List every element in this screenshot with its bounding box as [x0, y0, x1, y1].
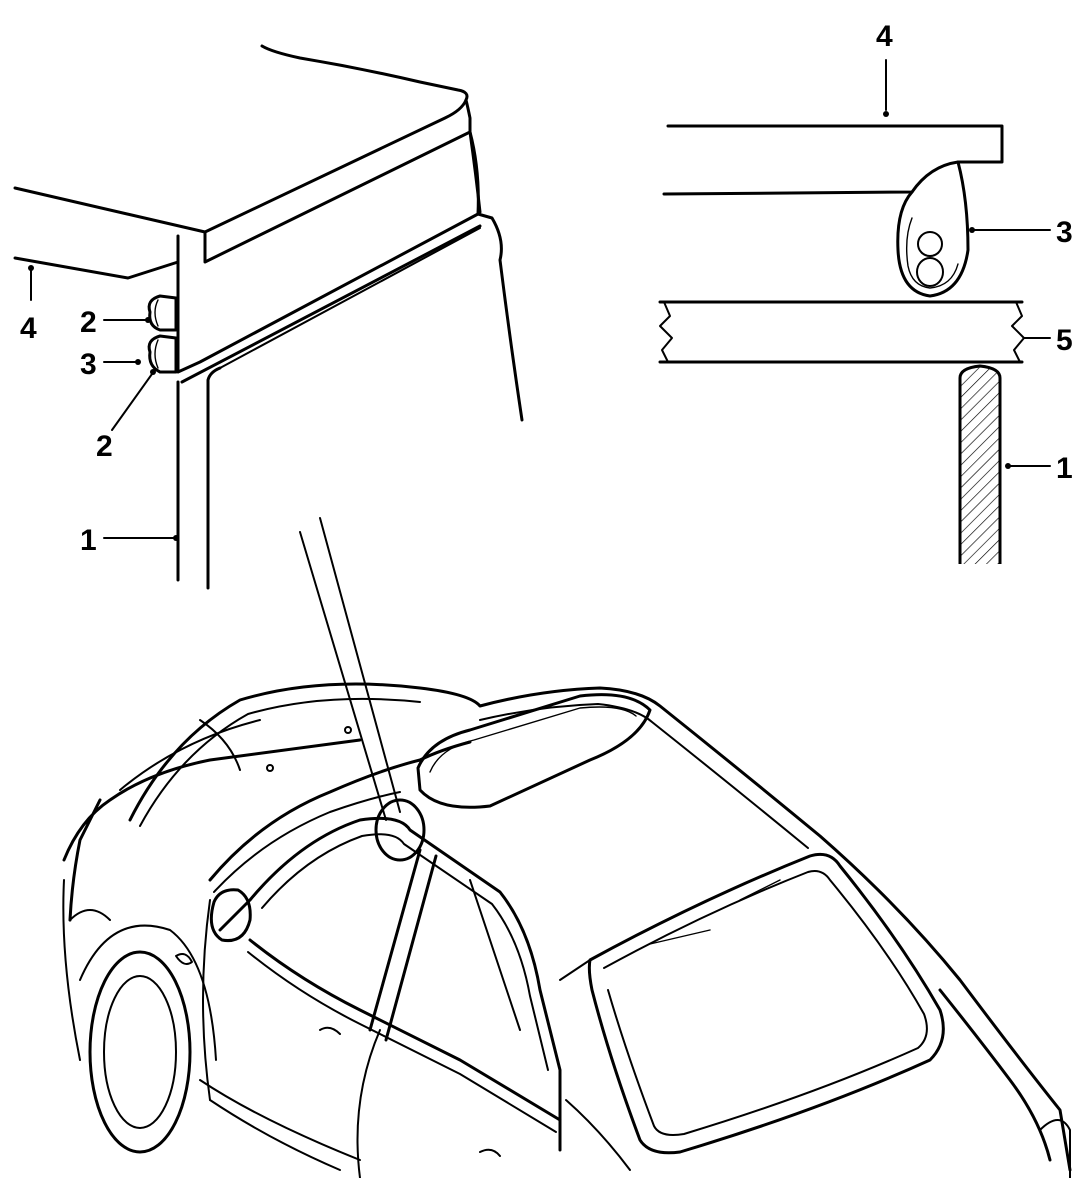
leader-3-dot: [135, 359, 141, 365]
section-panel-5-break-left: [659, 301, 673, 363]
leader-2b: [111, 373, 153, 431]
section-leader-4-dot: [883, 111, 889, 117]
detail-circle: [374, 798, 426, 862]
callout-2-upper: 2: [80, 306, 97, 339]
vehicle-overview: [62, 517, 1072, 1178]
rail-back: [468, 130, 524, 422]
detail-pointer-lines: [299, 517, 401, 821]
washer-nozzle-right: [344, 726, 352, 734]
front-wheel-rim: [103, 975, 177, 1129]
side-window-inner: [261, 833, 549, 1071]
section-panel-5-break-right: [1011, 301, 1025, 363]
leader-1-dot: [173, 535, 179, 541]
roof-lower-skin: [13, 234, 180, 280]
defroster-line: [649, 879, 781, 945]
section-door-frame: [958, 364, 1002, 564]
hood-crease: [119, 719, 261, 791]
sunroof-inner: [429, 706, 637, 773]
rail-lower-edge: [180, 224, 482, 384]
tail-light: [1039, 1119, 1071, 1178]
car-roof-outline: [128, 682, 1072, 1172]
section-callout-3: 3: [1056, 216, 1073, 249]
door-frame-inner: [219, 227, 481, 369]
section-callout-4: 4: [876, 20, 893, 53]
section-panel-5: [658, 300, 1024, 364]
washer-nozzle-left: [266, 764, 274, 772]
cross-section-view: 4 3 5 1: [658, 20, 1073, 564]
section-callout-1: 1: [1056, 452, 1073, 485]
section-seal-bulb: [896, 160, 970, 298]
side-window-frame: [218, 816, 562, 1152]
leader-4-dot: [28, 265, 34, 271]
seal-bulb-upper: [147, 294, 178, 332]
rear-window: [587, 852, 945, 1155]
callout-3: 3: [80, 348, 97, 381]
car-roof-inner-line: [139, 697, 809, 849]
windshield-header-2: [213, 791, 401, 893]
callout-1: 1: [80, 524, 97, 557]
fender-marker: [175, 953, 193, 965]
section-leader-3-dot: [969, 227, 975, 233]
belt-line-lower: [247, 951, 557, 1133]
section-callout-5: 5: [1056, 324, 1073, 357]
section-roof-panel: [662, 124, 1004, 196]
front-door-outline: [202, 899, 381, 1178]
sunroof: [416, 693, 652, 809]
rail-panel-right: [468, 130, 482, 214]
rear-window-inner: [603, 870, 928, 1136]
section-leader-1-dot: [1005, 463, 1011, 469]
front-bumper: [62, 879, 111, 1061]
leader-2a-dot: [145, 317, 151, 323]
hood: [62, 738, 362, 922]
rail-flange: [176, 212, 480, 374]
door-handle: [319, 1026, 501, 1157]
rear-quarter: [559, 959, 631, 1171]
side-mirror: [209, 888, 252, 943]
roof-panel: [13, 44, 469, 234]
front-wheel: [88, 950, 192, 1154]
callout-2-lower: 2: [96, 430, 113, 463]
rocker-panel: [199, 1079, 361, 1171]
seal-mark-bottom: [916, 257, 944, 287]
belt-line: [248, 938, 562, 1122]
seal-mark-top: [917, 231, 943, 257]
perspective-detail-view: 4 2 3 2 1: [13, 44, 524, 590]
section-seal-inner: [905, 217, 959, 289]
leader-2b-dot: [150, 369, 156, 375]
roof-panel-edge: [203, 98, 472, 264]
rear-window-divider: [469, 879, 521, 1031]
windshield-header: [208, 740, 472, 882]
door-frame: [176, 366, 222, 590]
seal-bulb-lower: [147, 334, 178, 374]
b-pillar: [368, 848, 438, 1042]
trunk-edge: [938, 988, 1052, 1162]
callout-4: 4: [20, 312, 37, 345]
wheel-arch: [79, 924, 217, 1061]
